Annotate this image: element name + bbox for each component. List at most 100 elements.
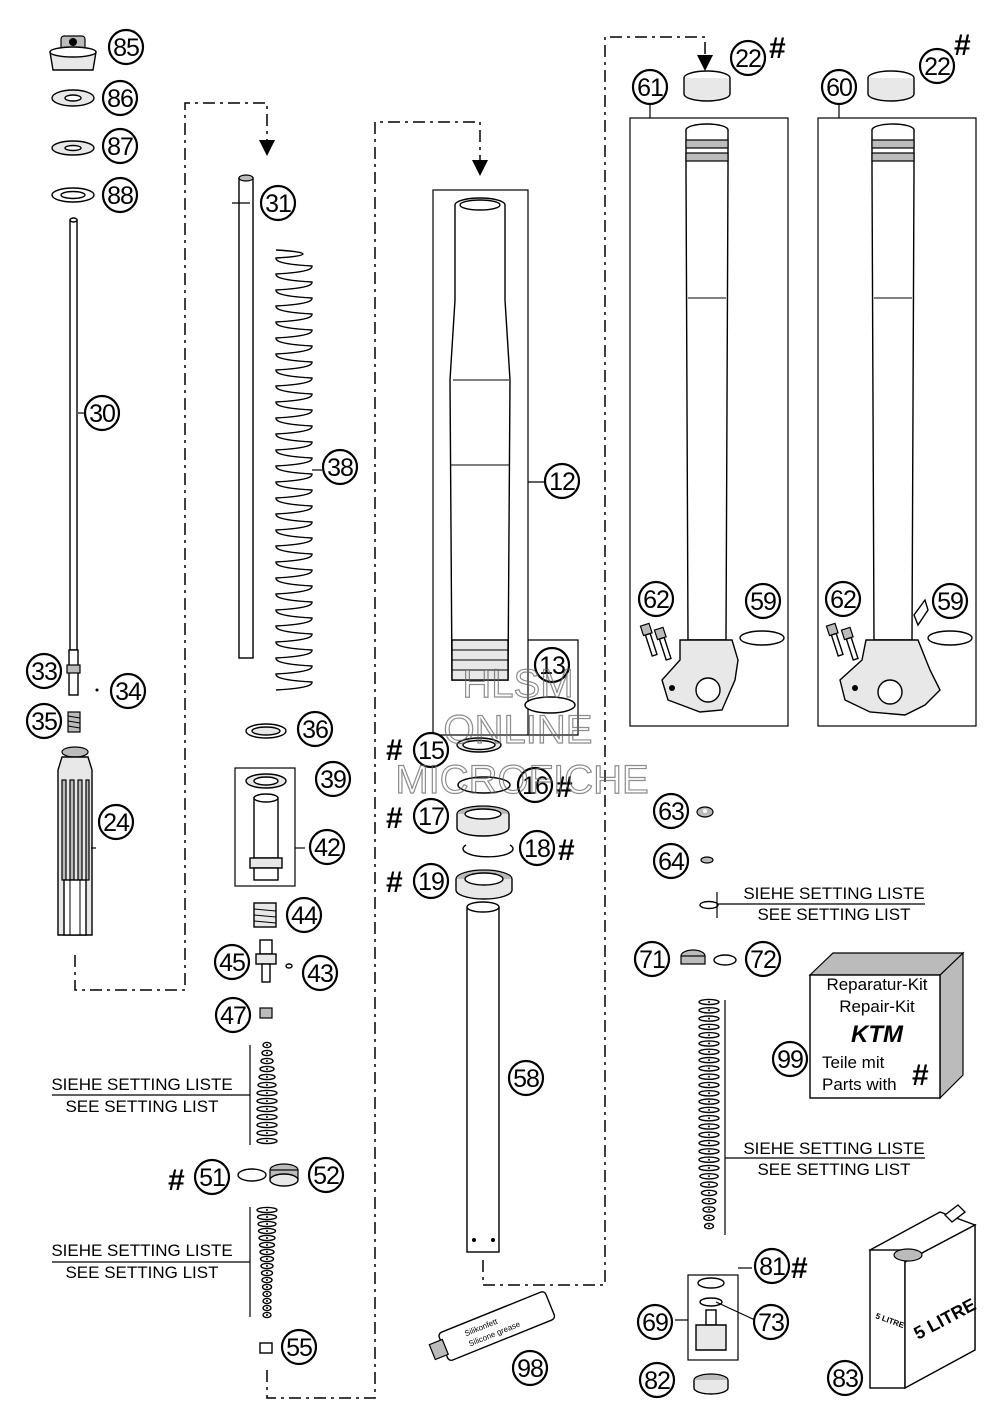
callout-number: 82 — [644, 1367, 670, 1395]
hash-19: # — [386, 866, 403, 899]
washer-16 — [457, 776, 511, 794]
callout-number: 52 — [313, 1162, 339, 1190]
shim-hole — [708, 1050, 710, 1053]
callout-number: 17 — [418, 803, 444, 831]
repair-kit-hash: # — [912, 1059, 929, 1092]
grease-tube-98: Silikonfett Silicone grease — [428, 1291, 556, 1362]
callout-86: 86 — [101, 79, 139, 117]
outer-tube-12 — [449, 197, 511, 681]
watermark-line-3: MICROFICHE — [395, 758, 648, 802]
setting-note-de-1: SIEHE SETTING LISTE — [51, 1075, 232, 1094]
shim-hole — [708, 1025, 710, 1028]
callout-circle — [771, 1040, 809, 1078]
shim-hole — [708, 1117, 710, 1120]
callout-number: 99 — [777, 1046, 803, 1074]
callout-55: 55 — [280, 1328, 318, 1366]
callout-circle — [652, 842, 690, 880]
leader-lines — [78, 202, 756, 1321]
callout-73: 73 — [752, 1303, 790, 1341]
shim-hole — [266, 1300, 268, 1302]
oring-59b — [927, 630, 973, 646]
shim-hole — [266, 1265, 268, 1267]
shim-hole — [708, 1142, 710, 1145]
callout-number: 36 — [302, 716, 328, 744]
callout-circle — [412, 731, 450, 769]
callout-circle — [516, 766, 554, 804]
shim-hole — [708, 1075, 710, 1078]
callout-82: 82 — [638, 1361, 676, 1399]
dashed-connectors — [74, 36, 713, 1399]
callout-number: 83 — [832, 1365, 858, 1393]
callout-circle — [918, 47, 956, 85]
shim-hole — [266, 1084, 268, 1086]
cartridge-24 — [57, 746, 93, 936]
callout-83: 83 — [826, 1359, 864, 1397]
callout-number: 71 — [639, 946, 665, 974]
setting-bracket-lower — [52, 1207, 251, 1317]
shim-hole — [266, 1132, 268, 1134]
repair-kit-box — [808, 951, 965, 1100]
callout-62b: 62 — [824, 580, 862, 618]
callout-circle — [826, 1359, 864, 1397]
hash-51: # — [168, 1164, 185, 1197]
callout-circle — [752, 1303, 790, 1341]
callout-85: 85 — [107, 28, 145, 66]
watermark-line-1: HLSM — [462, 662, 573, 706]
setting-bracket-upper — [52, 1045, 251, 1145]
callout-number: 45 — [219, 949, 245, 977]
callout-62a: 62 — [637, 580, 675, 618]
callout-36: 36 — [296, 710, 334, 748]
callout-circle — [633, 940, 671, 978]
shim-hole — [708, 1108, 710, 1111]
callout-number: 60 — [826, 74, 852, 102]
callout-30: 30 — [83, 394, 121, 432]
shim-hole — [266, 1279, 268, 1281]
callout-circle — [729, 39, 767, 77]
callout-72: 72 — [744, 940, 782, 978]
callout-64: 64 — [652, 842, 690, 880]
repair-kit-parts-en: Parts with — [822, 1075, 897, 1094]
callout-number: 39 — [320, 766, 346, 794]
callout-number: 33 — [31, 658, 57, 686]
callout-circle — [101, 79, 139, 117]
callout-16: 16 — [516, 766, 554, 804]
clip-18 — [462, 844, 514, 858]
callout-number: 43 — [307, 960, 333, 988]
callout-61: 61 — [631, 68, 669, 106]
shim-hole — [708, 1167, 710, 1169]
shim-hole — [266, 1044, 268, 1046]
shim-stack-upper — [256, 1041, 278, 1145]
shim-hole — [266, 1251, 268, 1253]
setting-note-en-2: SEE SETTING LIST — [65, 1263, 218, 1282]
hash-81: # — [791, 1252, 808, 1285]
callout-58: 58 — [507, 1059, 545, 1097]
callout-99: 99 — [771, 1040, 809, 1078]
valve-69 — [695, 1309, 727, 1351]
callout-number: 38 — [327, 454, 353, 482]
ktm-logo: KTM — [851, 1021, 904, 1048]
callout-number: 51 — [199, 1164, 225, 1192]
callout-number: 47 — [220, 1002, 246, 1030]
shim-hole — [266, 1140, 268, 1142]
inner-tube-58 — [466, 901, 500, 1253]
callout-circle — [511, 1349, 549, 1387]
washer-64 — [700, 856, 714, 864]
shim-hole — [266, 1244, 268, 1246]
callout-number: 44 — [291, 902, 318, 930]
callout-69: 69 — [636, 1303, 674, 1341]
bushing-22a — [683, 70, 731, 102]
shim-hole — [708, 1225, 710, 1228]
callout-number: 30 — [89, 400, 115, 428]
nut-47 — [259, 1007, 273, 1019]
callout-circle — [637, 580, 675, 618]
shim-hole — [266, 1286, 268, 1288]
callout-circle — [308, 828, 346, 866]
callout-number: 31 — [265, 190, 291, 218]
cap-82 — [693, 1373, 729, 1395]
nut-55 — [259, 1342, 273, 1354]
callout-number: 35 — [31, 708, 57, 736]
piston-rod-30 — [66, 217, 81, 696]
shim-hole — [266, 1272, 268, 1274]
callout-number: 73 — [758, 1309, 784, 1337]
